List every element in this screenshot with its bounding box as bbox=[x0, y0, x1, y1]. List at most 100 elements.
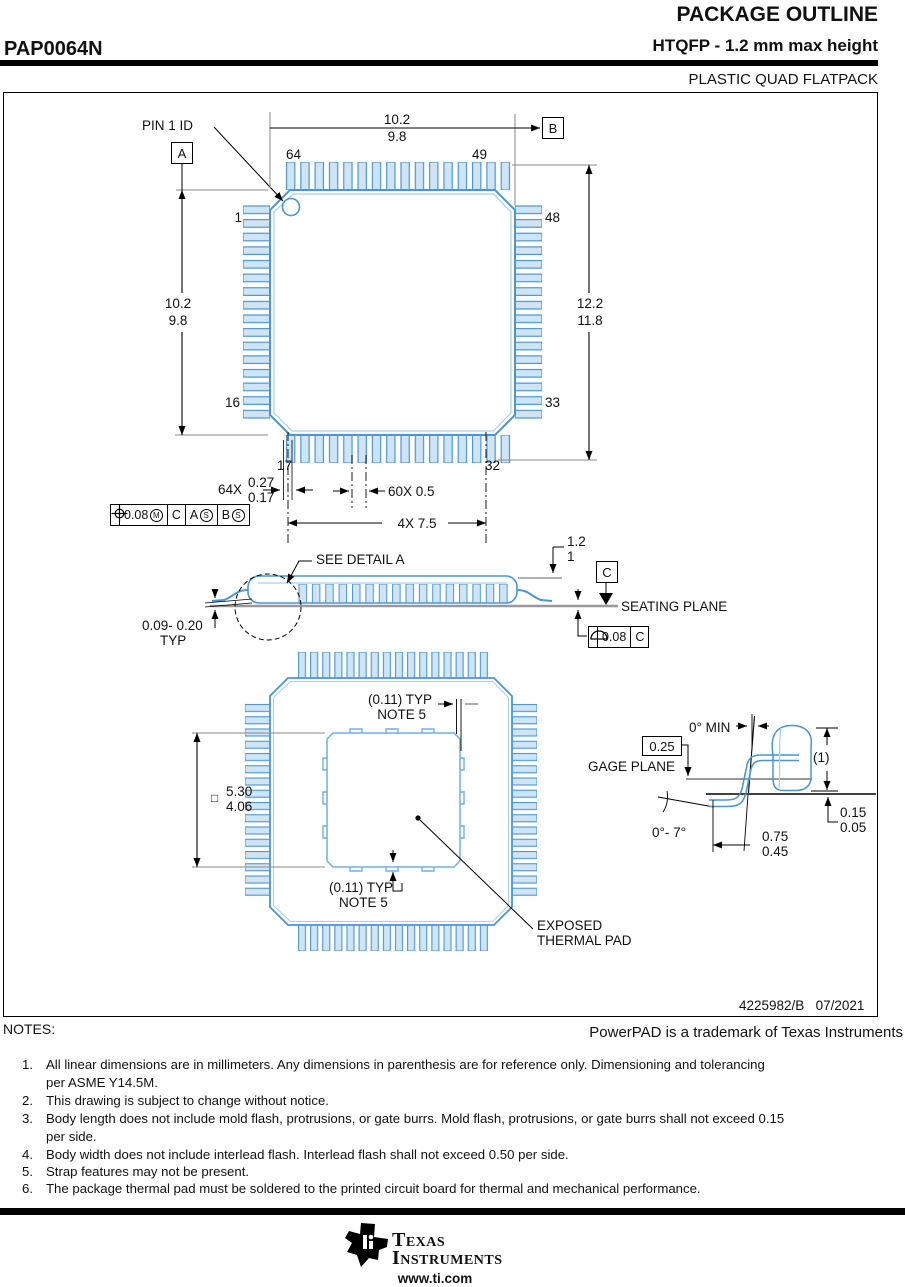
mmc-modifier-icon: M bbox=[149, 508, 163, 522]
lead-thickness-typ: TYP bbox=[160, 633, 187, 648]
see-detail-a-label: SEE DETAIL A bbox=[316, 552, 405, 567]
gage-plane-label: GAGE PLANE bbox=[588, 759, 676, 774]
note-3-num: 3. bbox=[22, 1111, 33, 1126]
rfs-modifier-icon-b: S bbox=[231, 508, 245, 522]
thermal-pad-dot bbox=[415, 815, 421, 821]
flatness-datum-cell: C bbox=[630, 627, 648, 647]
note-1-num: 1. bbox=[22, 1057, 33, 1072]
seating-plane-label: SEATING PLANE bbox=[621, 599, 728, 614]
detail-a-drawing bbox=[657, 714, 876, 852]
note-3-line2: per side. bbox=[46, 1129, 97, 1144]
left-gullwing-lead bbox=[211, 589, 249, 602]
brand-instruments: Instruments bbox=[392, 1247, 503, 1269]
pin-label-33: 33 bbox=[545, 395, 561, 410]
lead-tip-min: 0.05 bbox=[840, 820, 867, 835]
lead-thickness-range: 0.09- 0.20 bbox=[142, 618, 203, 633]
exposed-pad-leader bbox=[419, 819, 534, 930]
square-symbol: □ bbox=[211, 791, 219, 805]
part-number: PAP0064N bbox=[4, 38, 103, 60]
pin1-id-circle bbox=[281, 197, 301, 217]
right-gullwing-lead bbox=[516, 589, 553, 602]
seating-plane-triangle bbox=[599, 593, 613, 605]
height-dim-max: 1.2 bbox=[567, 534, 586, 549]
pad-size-min: 4.06 bbox=[226, 799, 253, 814]
span-label: 4X 7.5 bbox=[397, 516, 437, 531]
ti-logo-icon bbox=[345, 1223, 388, 1267]
trademark-line: PowerPAD is a trademark of Texas Instrum… bbox=[589, 1024, 903, 1041]
height-dim-min: 1 bbox=[567, 549, 575, 564]
top-pins-row bbox=[283, 162, 513, 190]
pin-label-1: 1 bbox=[234, 210, 242, 225]
notes-heading: NOTES: bbox=[3, 1021, 56, 1037]
exposed-pad-label-line2: THERMAL PAD bbox=[537, 933, 632, 948]
rfs-modifier-icon-a: S bbox=[199, 508, 213, 522]
datum-b-box: B bbox=[542, 117, 564, 139]
flatness-tolerance-cell: 0.08 bbox=[597, 627, 630, 647]
pin-label-16: 16 bbox=[224, 395, 240, 410]
angle-min-label: 0° MIN bbox=[689, 720, 731, 735]
brand-texas: Texas bbox=[392, 1229, 446, 1251]
fcf-datum-c-cell: C bbox=[166, 505, 185, 525]
side-view-drawing bbox=[204, 546, 618, 641]
gage-offset-box: 0.25 bbox=[642, 736, 682, 756]
package-body-inner bbox=[273, 193, 512, 432]
pin1-id-label: PIN 1 ID bbox=[142, 118, 194, 133]
right-height-max: 12.2 bbox=[576, 296, 604, 311]
exposed-pad-label-line1: EXPOSED bbox=[537, 918, 603, 933]
lead-profile-lower bbox=[709, 759, 799, 808]
pad-tol-bottom-note: NOTE 5 bbox=[339, 895, 388, 910]
right-height-min: 11.8 bbox=[577, 313, 603, 328]
pin-label-49: 49 bbox=[472, 147, 488, 162]
bv-body-inner bbox=[272, 680, 510, 923]
bv-top-pins bbox=[296, 652, 490, 678]
lead-profile-upper bbox=[709, 754, 799, 801]
width-dim-min: 9.8 bbox=[387, 129, 407, 144]
website-link[interactable]: www.ti.com bbox=[397, 1271, 473, 1286]
datum-a-box: A bbox=[171, 142, 193, 164]
doc-number-date: 4225982/B 07/2021 bbox=[739, 998, 874, 1013]
note-6-num: 6. bbox=[22, 1181, 33, 1196]
note-5-line1: Strap features may not be present. bbox=[46, 1164, 250, 1179]
doc-type-title: PACKAGE OUTLINE bbox=[676, 3, 878, 26]
right-pins-row bbox=[515, 203, 542, 421]
detail-a-circle bbox=[234, 573, 302, 641]
bv-left-pins bbox=[245, 702, 270, 898]
fcf-datum-b-cell: B S bbox=[216, 505, 249, 525]
revision-date: 07/2021 bbox=[815, 998, 865, 1013]
bottom-pins-row bbox=[283, 435, 513, 463]
pad-tol-top-value: (0.11) TYP bbox=[367, 692, 432, 707]
pad-tol-top-note: NOTE 5 bbox=[377, 707, 426, 722]
foot-length-min: 0.45 bbox=[762, 844, 789, 859]
left-pins-row bbox=[243, 203, 270, 421]
fcf-datum-b-value: B bbox=[221, 508, 231, 522]
bottom-view-drawing bbox=[192, 652, 537, 951]
lead-tip-max: 0.15 bbox=[840, 805, 867, 820]
top-view-drawing bbox=[175, 112, 597, 545]
ref-height-label: (1) bbox=[813, 750, 830, 765]
package-body bbox=[269, 189, 516, 436]
angle-range-label: 0°- 7° bbox=[652, 825, 687, 840]
note-6-line1: The package thermal pad must be soldered… bbox=[46, 1181, 701, 1196]
left-height-min: 9.8 bbox=[168, 313, 188, 328]
position-tolerance-icon bbox=[111, 505, 128, 525]
fcf-datum-a-cell: A S bbox=[184, 505, 217, 525]
left-height-max: 10.2 bbox=[164, 296, 192, 311]
pitch-label: 60X 0.5 bbox=[388, 484, 435, 499]
pin-label-32: 32 bbox=[485, 458, 501, 473]
note-4-num: 4. bbox=[22, 1147, 33, 1162]
pin-label-17: 17 bbox=[277, 458, 293, 473]
foot-length-max: 0.75 bbox=[762, 829, 789, 844]
bv-bottom-pins bbox=[296, 925, 490, 951]
thermal-pad-straps bbox=[322, 728, 465, 872]
flatness-fcf: 0.08 C bbox=[588, 626, 650, 648]
note-1-line2: per ASME Y14.5M. bbox=[46, 1075, 158, 1090]
note-5-num: 5. bbox=[22, 1164, 33, 1179]
fcf-datum-a-value: A bbox=[189, 508, 199, 522]
note-2-line1: This drawing is subject to change withou… bbox=[46, 1093, 329, 1108]
note-1-line1: All linear dimensions are in millimeters… bbox=[46, 1057, 765, 1072]
pin-label-48: 48 bbox=[545, 210, 561, 225]
width-dim-max: 10.2 bbox=[383, 112, 411, 127]
note-3-line1: Body length does not include mold flash,… bbox=[46, 1111, 785, 1126]
note-4-line1: Body width does not include interlead fl… bbox=[46, 1147, 569, 1162]
pad-tol-bottom-value: (0.11) TYP bbox=[329, 880, 394, 895]
